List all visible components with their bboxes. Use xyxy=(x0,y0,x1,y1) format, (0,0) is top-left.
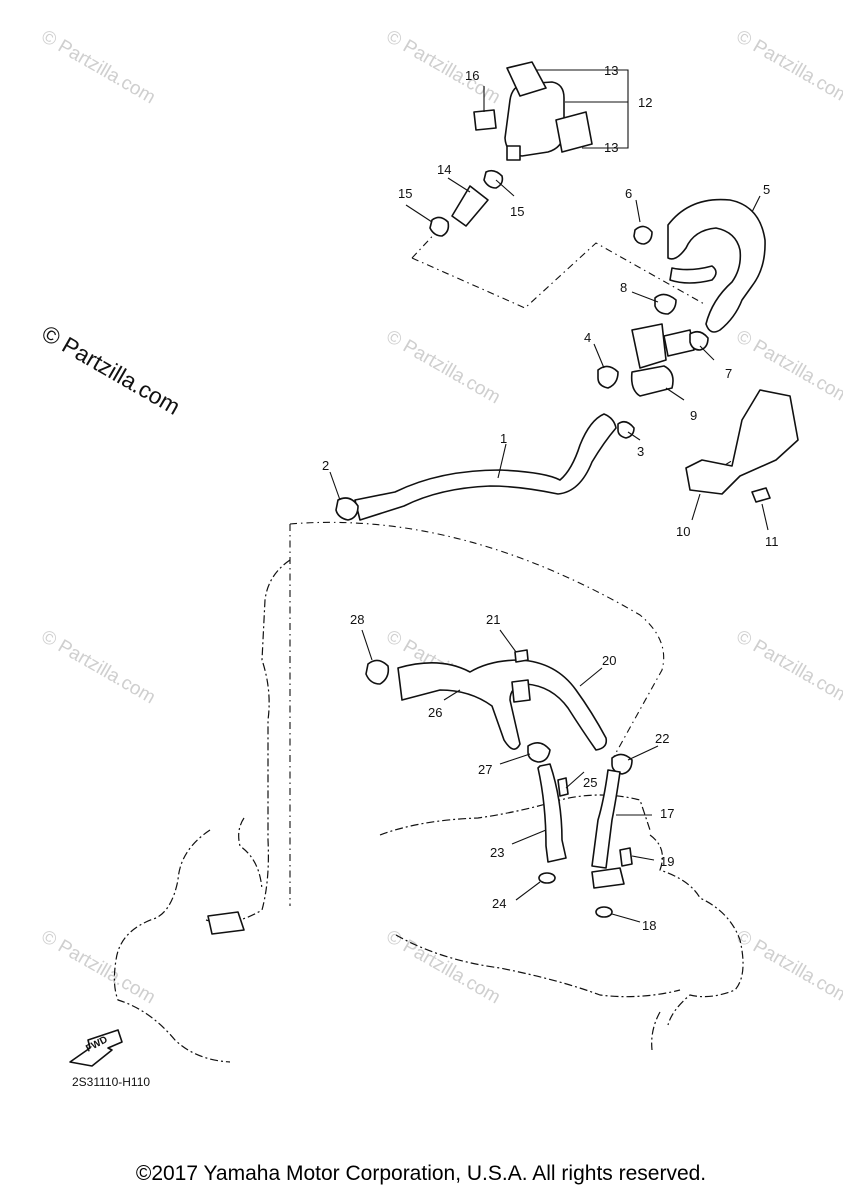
watermark: © Partzilla.com xyxy=(733,926,843,1008)
callout-27: 27 xyxy=(478,762,492,777)
callout-16: 16 xyxy=(465,68,479,83)
callout-22: 22 xyxy=(655,731,669,746)
watermark: © Partzilla.com xyxy=(383,326,504,408)
hose-1-group xyxy=(335,413,617,521)
callout-15-left: 15 xyxy=(398,186,412,201)
hose-20 xyxy=(397,659,608,751)
pipe-23 xyxy=(537,763,567,863)
hose-26-joint xyxy=(511,679,531,703)
callout-14: 14 xyxy=(437,162,451,177)
watermark: © Partzilla.com xyxy=(733,626,843,708)
callout-7: 7 xyxy=(725,366,732,381)
hose-16 xyxy=(473,109,497,131)
bolt-11 xyxy=(751,487,771,503)
callout-26: 26 xyxy=(428,705,442,720)
copyright-notice: ©2017 Yamaha Motor Corporation, U.S.A. A… xyxy=(136,1162,706,1185)
watermark-main: © Partzilla.com xyxy=(38,320,185,420)
clamp-6 xyxy=(633,225,653,245)
part-code: 2S31110-H110 xyxy=(72,1075,150,1089)
callout-11: 11 xyxy=(765,534,779,549)
callout-18: 18 xyxy=(642,918,656,933)
hose-5 xyxy=(667,198,766,333)
clamp-28 xyxy=(365,659,390,685)
bolt-25 xyxy=(557,777,569,797)
callout-labels: 1 2 3 4 5 6 7 8 9 10 11 12 13 13 14 15 1… xyxy=(322,63,779,933)
clamp-7 xyxy=(689,330,709,351)
callout-25: 25 xyxy=(583,775,597,790)
callout-5: 5 xyxy=(763,182,770,197)
callout-12: 12 xyxy=(638,95,652,110)
watermark: © Partzilla.com xyxy=(733,26,843,108)
callout-13-bottom: 13 xyxy=(604,140,618,155)
clamp-27 xyxy=(527,742,551,763)
pipe-17 xyxy=(591,769,621,869)
watermark: © Partzilla.com xyxy=(38,26,159,108)
callout-19: 19 xyxy=(660,854,674,869)
callout-24: 24 xyxy=(492,896,506,911)
callout-10: 10 xyxy=(676,524,690,539)
air-cut-valve-assembly xyxy=(597,198,766,439)
callout-8: 8 xyxy=(620,280,627,295)
callout-6: 6 xyxy=(625,186,632,201)
watermark: © Partzilla.com xyxy=(383,926,504,1008)
fwd-arrow: FWD xyxy=(69,1029,123,1067)
lower-hose-assembly xyxy=(207,649,633,935)
hose-14 xyxy=(451,185,489,227)
leader-lines xyxy=(329,69,769,923)
air-cut-valve-9 xyxy=(631,323,667,369)
bracket-10 xyxy=(685,389,799,495)
watermark: © Partzilla.com xyxy=(38,626,159,708)
callout-21: 21 xyxy=(486,612,500,627)
guide-lines xyxy=(289,227,766,906)
gasket-24 xyxy=(538,872,556,884)
engine-outline xyxy=(113,559,744,1063)
clamp-15-left xyxy=(429,216,450,237)
hose-1 xyxy=(354,413,617,521)
gasket-18 xyxy=(595,906,613,918)
clamp-4 xyxy=(597,365,619,389)
callout-20: 20 xyxy=(602,653,616,668)
callout-13-top: 13 xyxy=(604,63,618,78)
callout-23: 23 xyxy=(490,845,504,860)
callout-15-right: 15 xyxy=(510,204,524,219)
callout-17: 17 xyxy=(660,806,674,821)
clamp-8 xyxy=(654,293,677,315)
watermark: © Partzilla.com xyxy=(38,926,159,1008)
clamp-15-right xyxy=(483,169,504,189)
clip-21 xyxy=(514,649,529,663)
callout-3: 3 xyxy=(637,444,644,459)
clamp-3 xyxy=(617,420,635,439)
clamp-22 xyxy=(611,753,633,775)
callout-28: 28 xyxy=(350,612,364,627)
callout-1: 1 xyxy=(500,431,507,446)
callout-9: 9 xyxy=(690,408,697,423)
bracket-group xyxy=(685,389,799,503)
callout-2: 2 xyxy=(322,458,329,473)
bolt-19 xyxy=(619,847,633,867)
clamp-2 xyxy=(335,497,359,521)
reed-cover-13-bottom xyxy=(555,111,593,153)
engine-nipple xyxy=(207,911,245,935)
callout-4: 4 xyxy=(584,330,591,345)
watermark: © Partzilla.com xyxy=(383,26,504,108)
